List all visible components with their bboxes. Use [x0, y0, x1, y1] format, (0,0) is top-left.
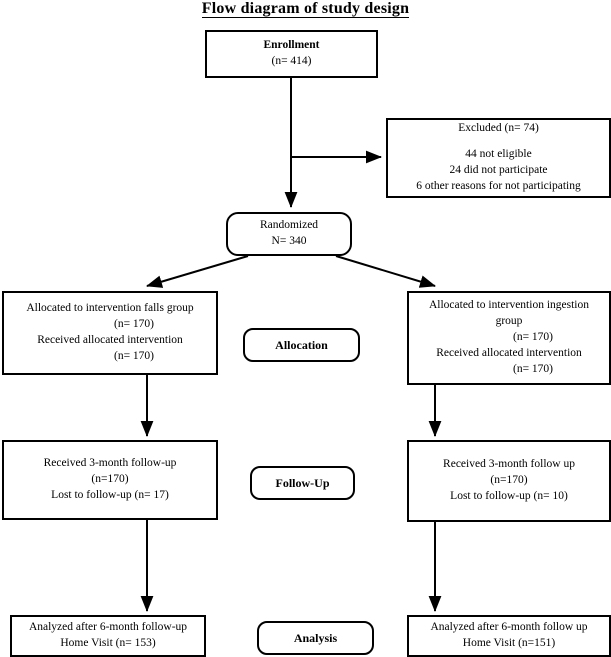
box-analysis-left: Analyzed after 6-month follow-up Home Vi… [10, 615, 206, 657]
excluded-reason-1: 44 not eligible [465, 148, 532, 161]
randomized-count: N= 340 [271, 235, 307, 247]
allocation-right-line-3: (n= 170) [512, 331, 554, 344]
followup-left-line-3: Lost to follow-up (n= 17) [51, 488, 169, 501]
analysis-right-line-2: Home Visit (n=151) [462, 637, 556, 649]
allocation-left-line-4: (n= 170) [113, 349, 155, 362]
allocation-left-line-1: Allocated to intervention falls group [26, 302, 194, 315]
excluded-reason-3: 6 other reasons for not participating [416, 179, 581, 192]
followup-left-line-2: (n=170) [91, 473, 129, 486]
allocation-right-line-1: Allocated to intervention ingestion [428, 299, 589, 312]
page-title-text: Flow diagram of study design [201, 0, 410, 18]
stage-followup-text: Follow-Up [275, 475, 330, 490]
enrollment-heading: Enrollment [263, 39, 320, 52]
stage-analysis-text: Analysis [293, 630, 338, 645]
analysis-right-line-1: Analyzed after 6-month follow up [430, 621, 588, 634]
allocation-left-line-2: (n= 170) [113, 318, 155, 331]
followup-right-line-2: (n=170) [490, 474, 528, 487]
followup-right-line-1: Received 3-month follow up [443, 458, 575, 471]
stage-allocation-text: Allocation [275, 337, 328, 352]
box-enrollment: Enrollment (n= 414) [205, 30, 378, 78]
excluded-reason-2: 24 did not participate [449, 164, 548, 176]
excluded-heading: Excluded (n= 74) [458, 122, 539, 135]
box-followup-left: Received 3-month follow-up (n=170) Lost … [2, 440, 218, 520]
stage-label-allocation: Allocation [243, 328, 360, 362]
allocation-right-line-4: Received allocated intervention [436, 346, 582, 359]
followup-left-line-1: Received 3-month follow-up [43, 457, 177, 470]
box-allocation-right: Allocated to intervention ingestion grou… [407, 291, 611, 385]
enrollment-count: (n= 414) [271, 55, 312, 67]
box-allocation-left: Allocated to intervention falls group (n… [2, 291, 218, 375]
randomized-heading: Randomized [259, 219, 319, 232]
page-title: Flow diagram of study design [0, 0, 611, 18]
analysis-left-line-1: Analyzed after 6-month follow-up [28, 621, 188, 634]
box-analysis-right: Analyzed after 6-month follow up Home Vi… [407, 615, 611, 657]
analysis-left-line-2: Home Visit (n= 153) [60, 637, 156, 649]
stage-label-analysis: Analysis [257, 621, 374, 655]
followup-right-line-3: Lost to follow-up (n= 10) [450, 489, 568, 502]
allocation-right-line-2: group [495, 315, 523, 328]
allocation-left-line-3: Received allocated intervention [37, 334, 183, 346]
box-randomized: Randomized N= 340 [226, 212, 352, 256]
box-followup-right: Received 3-month follow up (n=170) Lost … [407, 440, 611, 522]
allocation-right-line-5: (n= 170) [512, 362, 554, 375]
stage-label-followup: Follow-Up [250, 466, 355, 500]
box-excluded: Excluded (n= 74) 44 not eligible 24 did … [386, 118, 611, 198]
